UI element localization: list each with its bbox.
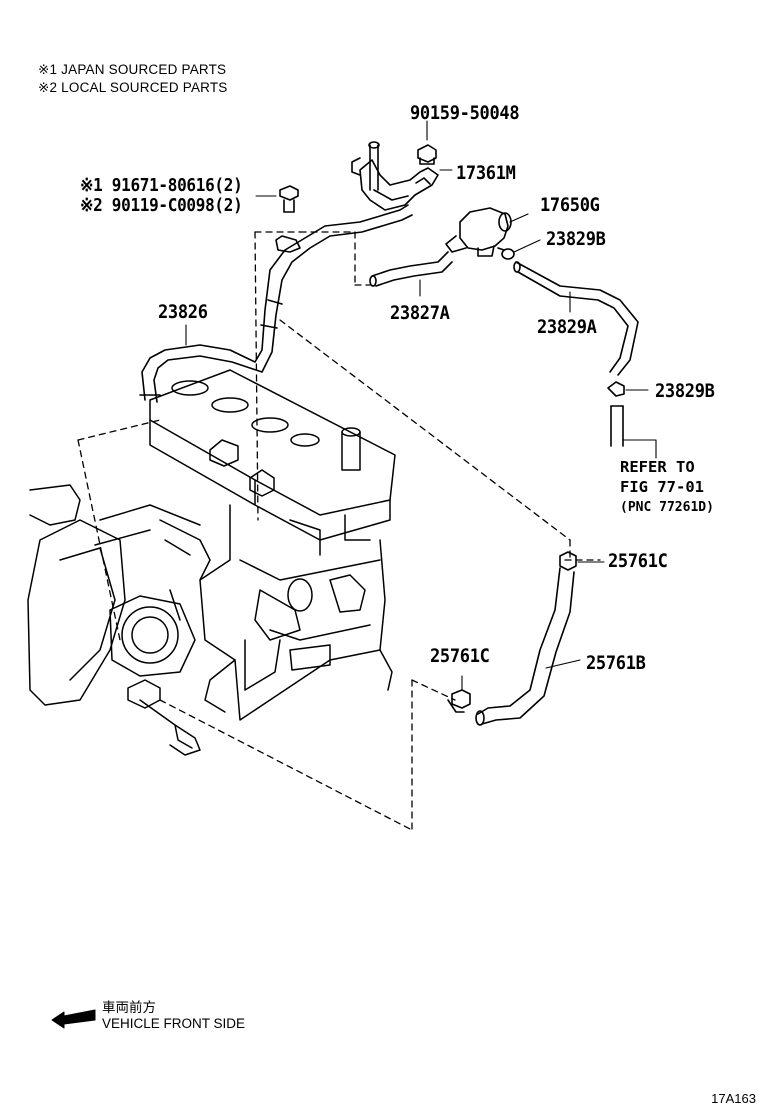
label-25761c-right: 25761C	[608, 550, 668, 573]
label-25761c-left: 25761C	[430, 645, 490, 668]
pipe-23826-icon	[139, 204, 413, 403]
hose-23829a-icon	[513, 261, 639, 376]
clamp-25761c-left-icon	[447, 675, 471, 713]
note-japan-sourced: ※1 JAPAN SOURCED PARTS	[38, 62, 227, 77]
bolt-91671-icon	[255, 185, 299, 213]
label-23829b-upper: 23829B	[546, 228, 606, 251]
label-25761b: 25761B	[586, 652, 646, 675]
assembly-dashed-lines	[77, 231, 601, 831]
clamp-23829b-lower-icon	[607, 381, 649, 397]
label-17361m: 17361M	[456, 162, 516, 185]
reference-line-2: FIG 77-01	[620, 478, 704, 496]
label-17650g: 17650G	[540, 194, 600, 217]
reference-hose-icon	[610, 405, 657, 459]
reference-pnc: (PNC 77261D)	[620, 500, 714, 515]
hose-25761b-icon	[475, 567, 581, 726]
reference-line-1: REFER TO	[620, 458, 695, 476]
figure-code: 17A163	[711, 1091, 756, 1106]
label-23826: 23826	[158, 301, 208, 324]
bolt-90159-icon	[417, 120, 437, 165]
clamp-25761c-right-icon	[559, 551, 605, 571]
label-90119-c0098: ※2 90119-C0098(2)	[80, 194, 243, 216]
note-local-sourced: ※2 LOCAL SOURCED PARTS	[38, 80, 228, 95]
clamp-23829b-upper-icon	[497, 239, 541, 260]
direction-label-jp: 車両前方	[102, 1000, 156, 1015]
direction-label-en: VEHICLE FRONT SIDE	[102, 1016, 246, 1031]
label-91671-80616: ※1 91671-80616(2)	[80, 174, 243, 196]
label-23827a: 23827A	[390, 302, 450, 325]
hose-23827a-icon	[369, 251, 453, 297]
left-arrow-icon	[51, 1009, 96, 1029]
engine-block-icon	[27, 369, 396, 756]
bracket-17361m-icon	[351, 141, 453, 211]
label-90159-50048: 90159-50048	[410, 102, 520, 125]
label-23829a: 23829A	[537, 316, 597, 339]
label-23829b-lower: 23829B	[655, 380, 715, 403]
valve-17650g-icon	[445, 207, 529, 257]
